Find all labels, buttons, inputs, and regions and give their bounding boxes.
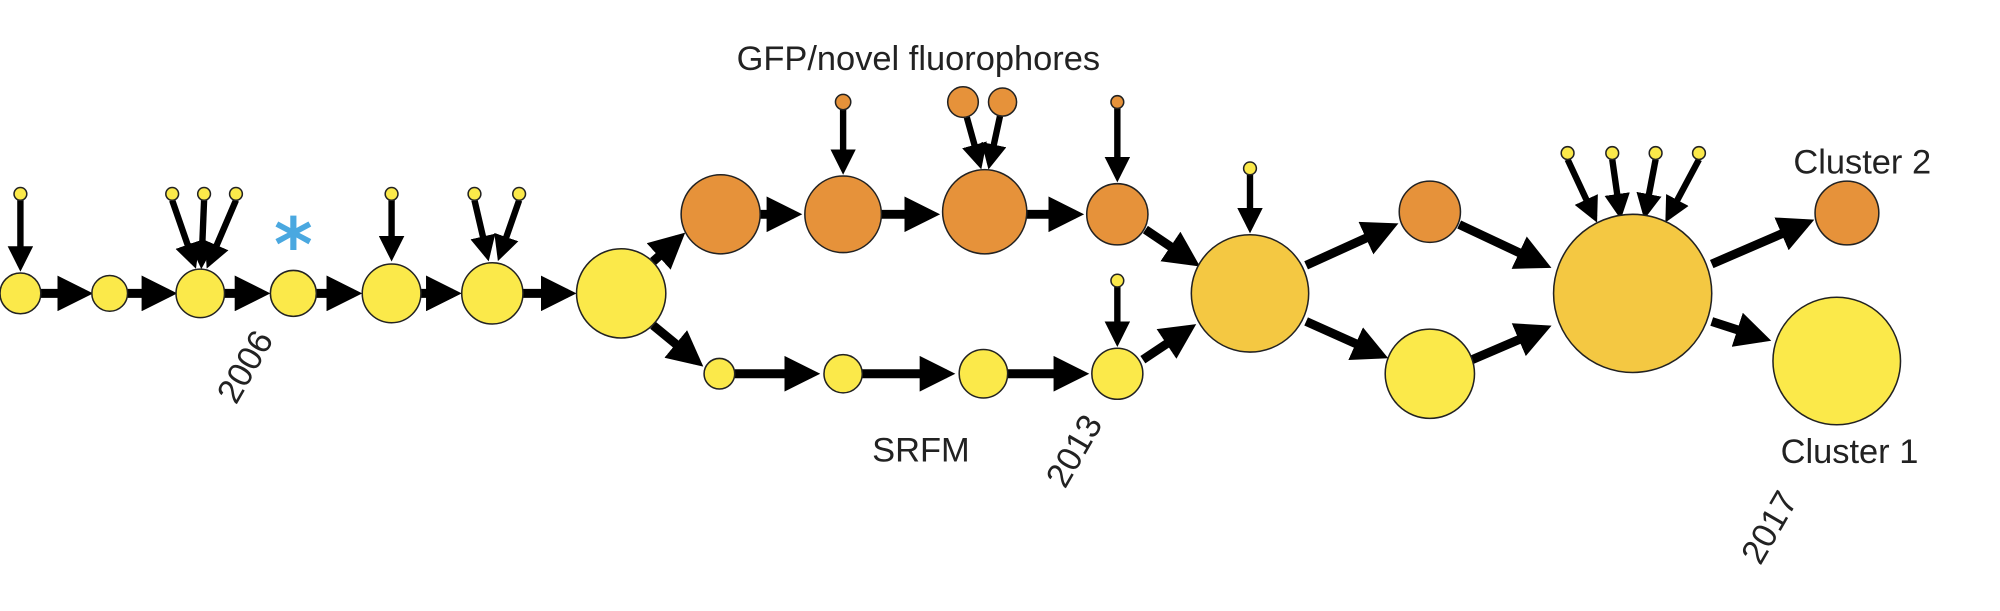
node — [13, 186, 28, 202]
node — [946, 85, 980, 119]
cluster-1-node — [1772, 296, 1902, 426]
node — [1552, 213, 1713, 374]
label-cluster-2: Cluster 2 — [1793, 143, 1931, 181]
node — [1242, 161, 1258, 176]
node — [1605, 145, 1620, 161]
node — [165, 186, 180, 202]
node — [1691, 145, 1707, 161]
node — [1648, 145, 1663, 161]
edges — [7, 108, 1815, 392]
star-marker: * — [274, 202, 313, 288]
node — [196, 186, 212, 202]
node — [680, 173, 761, 255]
label-gfp: GFP/novel fluorophores — [737, 40, 1101, 78]
node — [1110, 273, 1125, 288]
node — [1110, 94, 1125, 110]
node — [1190, 233, 1310, 353]
node — [1560, 145, 1575, 161]
node — [575, 247, 667, 339]
node — [703, 357, 736, 390]
node — [987, 87, 1018, 117]
node — [804, 175, 883, 254]
node — [958, 348, 1009, 399]
nodes — [0, 85, 1902, 426]
node — [0, 272, 42, 315]
node — [834, 93, 852, 111]
label-cluster-1: Cluster 1 — [1781, 433, 1919, 471]
node — [1091, 347, 1144, 401]
node — [941, 168, 1028, 255]
node — [228, 186, 244, 202]
label-year-2006: 2006 — [210, 324, 281, 409]
node — [460, 262, 524, 325]
node — [361, 263, 422, 324]
cluster-2-node — [1814, 180, 1880, 246]
node — [1398, 180, 1462, 244]
label-year-2017: 2017 — [1734, 485, 1805, 570]
node — [175, 268, 226, 319]
node — [1085, 182, 1149, 246]
node — [269, 269, 318, 318]
label-srfm: SRFM — [872, 432, 970, 470]
node — [467, 186, 482, 202]
node — [823, 353, 864, 394]
label-year-2013: 2013 — [1039, 408, 1110, 493]
node — [511, 186, 527, 202]
node — [384, 186, 399, 202]
node — [91, 274, 129, 313]
node — [1384, 328, 1476, 420]
